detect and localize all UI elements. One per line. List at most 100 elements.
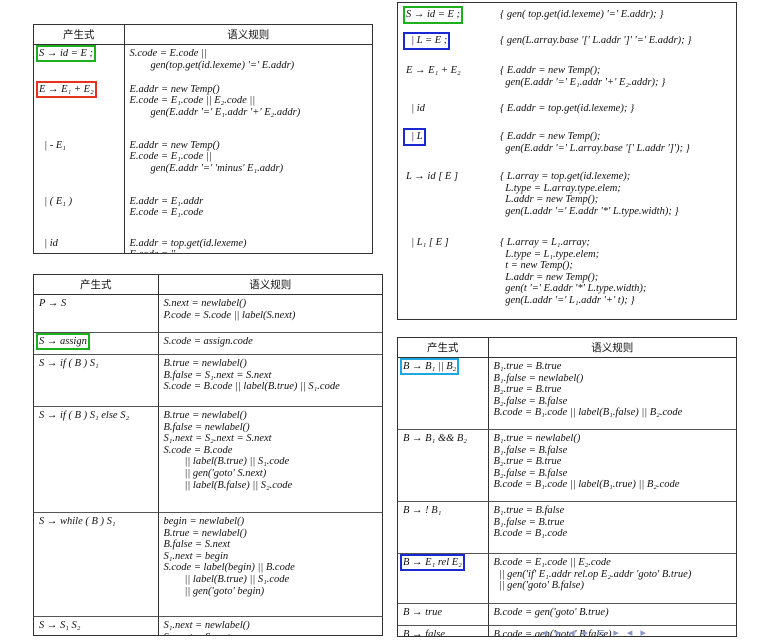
production-cell: | ( E₁ ) xyxy=(34,192,125,235)
rule-line: || gen('goto' B.false) xyxy=(493,580,584,592)
rule-line: gen(E.addr '=' E₁.addr '+' E₂.addr) xyxy=(129,106,301,118)
nav-arrow-icon[interactable]: ◂ xyxy=(542,625,548,639)
production-text: B → E₁ rel E₂ xyxy=(400,554,465,571)
rule-cell: S.code = assign.code xyxy=(158,332,382,355)
rule-line: B₁.true = B.false xyxy=(493,505,565,516)
rule-cell: { L.array = top.get(id.lexeme); L.type =… xyxy=(500,171,679,217)
nav-arrow-icon[interactable]: ▸ xyxy=(640,625,646,639)
rule-line: S₁.next = newlabel() xyxy=(163,620,250,631)
nav-arrow-icon[interactable]: ▸ xyxy=(582,625,589,639)
rule-line: S.code = label(begin) || B.code xyxy=(163,562,295,574)
rule-line: { E.addr = new Temp(); xyxy=(500,131,601,142)
rule-cell: S.code = E.code || gen(top.get(id.lexeme… xyxy=(124,45,372,81)
production-cell: P → S xyxy=(34,294,159,333)
rule-line: B.code = B₁.code || label(B₁.true) || B₂… xyxy=(493,479,680,491)
production-text: | ( E₁ ) xyxy=(39,195,73,207)
production-text: | L₁ [ E ] xyxy=(406,237,449,248)
rule-line: || label(B.true) || S₁.code xyxy=(163,573,290,585)
rule-line: || gen('goto' begin) xyxy=(163,585,265,597)
production-text: S → id = E ; xyxy=(402,6,464,24)
column-header-rule: 语义规则 xyxy=(488,338,736,358)
production-cell: B → E₁ rel E₂ xyxy=(398,553,489,604)
rule-cell: { E.addr = top.get(id.lexeme); } xyxy=(500,103,634,115)
rule-line: { E.addr = new Temp(); xyxy=(500,65,601,76)
rule-line: E.code = E₁.code || xyxy=(129,151,212,163)
rule-line: gen(E.addr '=' E₁.addr '+' E₂.addr); } xyxy=(500,76,666,88)
production-text: S → if ( B ) S₁ xyxy=(39,358,99,369)
nav-arrow-icon[interactable]: ≡ xyxy=(596,625,606,639)
slide-navigation[interactable]: ◂ ▸ ◂ ▸ ≡ ▸ ◂ ▸ xyxy=(538,622,782,642)
rule-line: gen(L.addr '=' E.addr '*' L.type.width);… xyxy=(500,205,679,217)
rule-line: E.code = E₁.code xyxy=(129,207,204,219)
rule-line: { L.array = top.get(id.lexeme); xyxy=(500,171,631,182)
production-text: S → assign xyxy=(36,333,90,350)
sdt-table-arrays: S → id = E ;{ gen( top.get(id.lexeme) '=… xyxy=(397,2,737,320)
rule-line: E.addr = top.get(id.lexeme) xyxy=(129,237,247,249)
rule-cell: B.code = E₁.code || E₂.code || gen('if' … xyxy=(488,553,736,604)
production-cell: | id xyxy=(34,234,125,253)
production-text: L → id [ E ] xyxy=(406,171,459,182)
production-text: S → while ( B ) S₁ xyxy=(39,516,116,527)
production-text: | id xyxy=(39,237,58,249)
production-text: B → B₁ || B₂ xyxy=(399,358,460,375)
rule-line: B.code = B₁.code || label(B₁.false) || B… xyxy=(493,407,683,419)
production-text: | L = E ; xyxy=(402,32,451,50)
table-row: P → S S.next = newlabel()P.code = S.code … xyxy=(34,294,382,333)
production-text: B → B₁ && B₂ xyxy=(403,433,467,444)
rule-line: S.next = newlabel() xyxy=(163,298,247,309)
column-header-production: 产生式 xyxy=(34,25,125,45)
production-cell: S → assign xyxy=(34,332,159,355)
rule-line: B₁.true = B.true xyxy=(493,361,562,372)
rule-line: E.addr = new Temp() xyxy=(129,83,220,95)
production-cell: S → id = E ; xyxy=(34,44,125,81)
rule-line: gen(L.addr '=' L₁.addr '+' t); } xyxy=(500,294,635,306)
rule-line: begin = newlabel() xyxy=(163,516,245,527)
rule-line: S.code = B.code || label(B.true) || S₁.c… xyxy=(163,381,340,393)
production-cell: B → true xyxy=(398,603,489,626)
nav-arrow-icon[interactable]: ▸ xyxy=(555,625,562,639)
rule-line: B.code = B₁.code xyxy=(493,528,568,540)
rule-cell: E.addr = new Temp()E.code = E₁.code || E… xyxy=(124,81,372,137)
rule-line: || gen('if' E₁.addr rel.op E₂.addr 'goto… xyxy=(493,568,692,580)
rule-cell: S₁.next = newlabel()S₂.next = S.nextS.co… xyxy=(158,617,382,635)
rule-line: B.true = newlabel() xyxy=(163,410,247,421)
nav-arrow-icon[interactable]: ▸ xyxy=(613,625,619,639)
production-text: B → false xyxy=(403,629,445,637)
nav-arrow-icon[interactable]: ◂ xyxy=(569,625,575,639)
rule-cell: B.code = gen('goto' B.false) xyxy=(488,626,736,636)
rule-line: { L.array = L₁.array; xyxy=(500,237,590,248)
sdt-table-expressions: 产生式 语义规则 S → id = E ;S.code = E.code || … xyxy=(33,24,373,254)
rule-line: B₁.false = B.true xyxy=(493,516,565,528)
rule-line: S₂.next = S.next xyxy=(164,632,378,635)
rule-line: t = new Temp(); xyxy=(500,260,573,272)
rule-cell: B.code = gen('goto' B.true) xyxy=(488,603,736,626)
rule-line: P.code = S.code || label(S.next) xyxy=(163,309,296,321)
production-text: | id xyxy=(406,103,425,114)
rule-line: S.code = E.code || xyxy=(129,48,207,59)
nav-arrow-icon[interactable]: ◂ xyxy=(626,625,633,639)
table-row: B → false B.code = gen('goto' B.false) xyxy=(398,625,736,637)
rule-line: E.code = E₁.code || E₂.code || xyxy=(129,95,256,107)
rule-line: B.code = gen('goto' B.true) xyxy=(493,607,609,618)
column-header-rule: 语义规则 xyxy=(158,275,382,295)
production-cell: S → while ( B ) S₁ xyxy=(34,512,159,617)
rule-cell: { E.addr = new Temp(); gen(E.addr '=' E₁… xyxy=(500,65,665,88)
production-text: B → ! B₁ xyxy=(403,505,442,516)
rule-line: { E.addr = top.get(id.lexeme); } xyxy=(500,103,635,114)
production-cell: B → B₁ && B₂ xyxy=(398,429,489,502)
rule-line: B₂.true = B.true xyxy=(493,456,562,468)
production-text: B → true xyxy=(403,607,443,618)
table-row: S → id = E ;S.code = E.code || gen(top.g… xyxy=(34,44,372,81)
